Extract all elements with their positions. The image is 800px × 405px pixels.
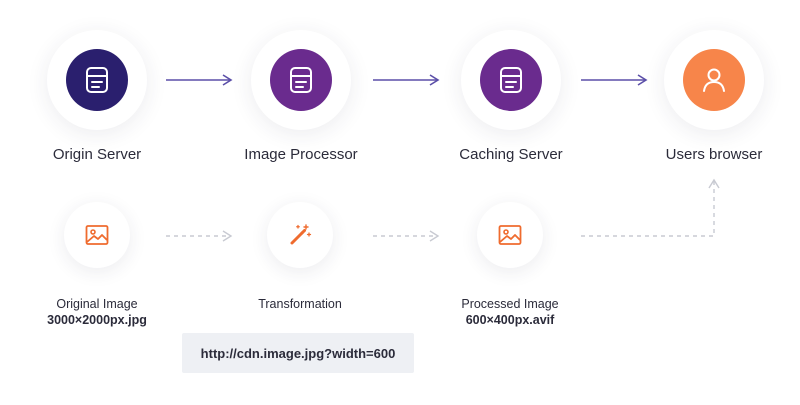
- transformation-caption: Transformation: [258, 297, 342, 311]
- origin-server-label: Origin Server: [52, 146, 142, 163]
- image-icon: [85, 225, 109, 245]
- original-image-caption: Original Image 3000×2000px.jpg: [7, 296, 187, 328]
- processed-image-detail: 600×400px.avif: [465, 313, 555, 327]
- users-browser-label: Users browser: [665, 146, 763, 163]
- caching-server-label: Caching Server: [459, 146, 563, 163]
- caching-server-node: [461, 30, 561, 130]
- processed-image-node: [477, 202, 543, 268]
- request-url-text: http://cdn.image.jpg?width=600: [200, 345, 396, 361]
- transformation-node: [267, 202, 333, 268]
- processed-image-title: Processed Image: [461, 297, 559, 311]
- dashed-arrow-processed-to-browser: [581, 178, 720, 237]
- server-icon: [290, 67, 312, 93]
- image-processor-node: [251, 30, 351, 130]
- users-browser-disc: [683, 49, 745, 111]
- server-icon: [500, 67, 522, 93]
- caching-server-disc: [480, 49, 542, 111]
- origin-server-node: [47, 30, 147, 130]
- original-image-node: [64, 202, 130, 268]
- request-url-box: http://cdn.image.jpg?width=600: [182, 333, 414, 373]
- users-browser-node: [664, 30, 764, 130]
- origin-server-disc: [66, 49, 128, 111]
- user-icon: [703, 68, 725, 92]
- image-icon: [498, 225, 522, 245]
- server-icon: [86, 67, 108, 93]
- image-processor-label: Image Processor: [244, 146, 358, 163]
- original-image-detail: 3000×2000px.jpg: [47, 313, 147, 327]
- image-processor-disc: [270, 49, 332, 111]
- magic-wand-icon: [290, 224, 312, 245]
- original-image-title: Original Image: [56, 297, 138, 311]
- processed-image-caption: Processed Image 600×400px.avif: [420, 296, 600, 328]
